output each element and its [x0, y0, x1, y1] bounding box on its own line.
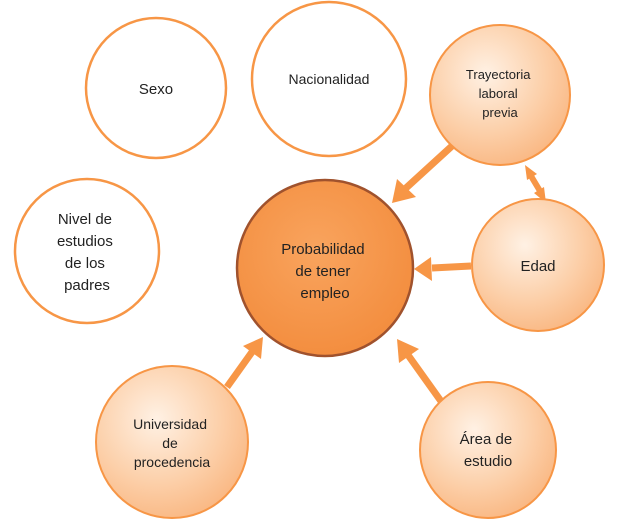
- node-sexo: Sexo: [84, 16, 228, 160]
- node-nivel-estudios-label: Nivel de estudios de los padres: [57, 211, 117, 294]
- node-nivel-estudios: Nivel de estudios de los padres: [13, 177, 161, 325]
- node-edad-label: Edad: [520, 258, 555, 275]
- node-edad: Edad: [471, 198, 605, 332]
- node-sexo-label: Sexo: [139, 81, 173, 98]
- node-trayectoria: Trayectoria laboral previa: [429, 24, 571, 166]
- node-area: Área de estudio: [419, 381, 557, 519]
- node-universidad: Universidad de procedencia: [95, 365, 249, 519]
- node-nacionalidad-label: Nacionalidad: [289, 71, 370, 87]
- arrow-trayectoria-to-center: [392, 143, 455, 203]
- node-center: Probabilidad de tener empleo: [235, 178, 415, 358]
- arrow-trayectoria-edad: [525, 165, 546, 203]
- node-center-label: Probabilidad de tener empleo: [281, 241, 369, 302]
- node-area-label: Área de estudio: [460, 431, 517, 470]
- node-nacionalidad: Nacionalidad: [250, 0, 408, 158]
- node-universidad-label: Universidad de procedencia: [133, 416, 211, 470]
- arrow-edad-to-center: [414, 257, 472, 281]
- arrow-area-to-center: [397, 339, 446, 407]
- node-trayectoria-label: Trayectoria laboral previa: [466, 67, 534, 120]
- arrow-universidad-to-center: [224, 337, 263, 390]
